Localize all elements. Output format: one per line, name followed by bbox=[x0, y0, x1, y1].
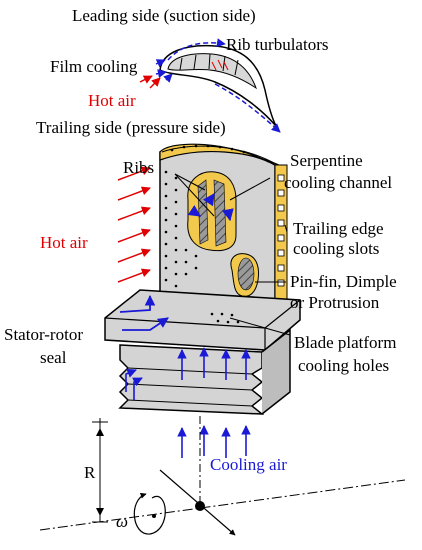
film-cooling-holes bbox=[164, 170, 198, 294]
ribs-label: Ribs bbox=[123, 158, 154, 177]
serpentine-channel bbox=[187, 171, 237, 252]
platform-holes-label-line1: Blade platform bbox=[294, 333, 396, 352]
platform-holes-label-line2: cooling holes bbox=[298, 356, 389, 375]
cooling-air-arrows-bottom bbox=[177, 425, 251, 458]
rotation-axis bbox=[39, 416, 406, 536]
trailing-edge-label-line2: cooling slots bbox=[293, 239, 379, 258]
pin-fin-region bbox=[230, 253, 259, 297]
blade-airfoil-body bbox=[159, 143, 288, 301]
trailing-side-label: Trailing side (pressure side) bbox=[36, 118, 226, 137]
airfoil-cross-section bbox=[139, 38, 281, 133]
serpentine-label-line2: cooling channel bbox=[284, 173, 392, 192]
cooling-air-label: Cooling air bbox=[210, 455, 287, 474]
leading-side-label: Leading side (suction side) bbox=[72, 6, 256, 25]
platform-cooling-holes bbox=[210, 312, 240, 324]
leader-lines bbox=[174, 173, 291, 336]
cooling-air-arrows-root bbox=[177, 347, 251, 380]
stator-rotor-label-line2: seal bbox=[40, 348, 67, 367]
rib-turbulators-label: Rib turbulators bbox=[226, 35, 328, 54]
hot-air-arrows bbox=[117, 166, 151, 283]
pinfin-label-line1: Pin-fin, Dimple bbox=[290, 272, 397, 291]
serpentine-label-line1: Serpentine bbox=[290, 151, 363, 170]
blade-platform bbox=[104, 289, 301, 351]
trailing-edge-label-line1: Trailing edge bbox=[293, 219, 384, 238]
radius-label: R bbox=[84, 463, 96, 482]
pinfin-label-line2: or Protrusion bbox=[290, 293, 380, 312]
stator-rotor-label-line1: Stator-rotor bbox=[4, 325, 83, 344]
film-cooling-label: Film cooling bbox=[50, 57, 138, 76]
hot-air-main-label: Hot air bbox=[40, 233, 88, 252]
omega-label: ω bbox=[116, 512, 128, 531]
hot-air-top-label: Hot air bbox=[88, 91, 136, 110]
